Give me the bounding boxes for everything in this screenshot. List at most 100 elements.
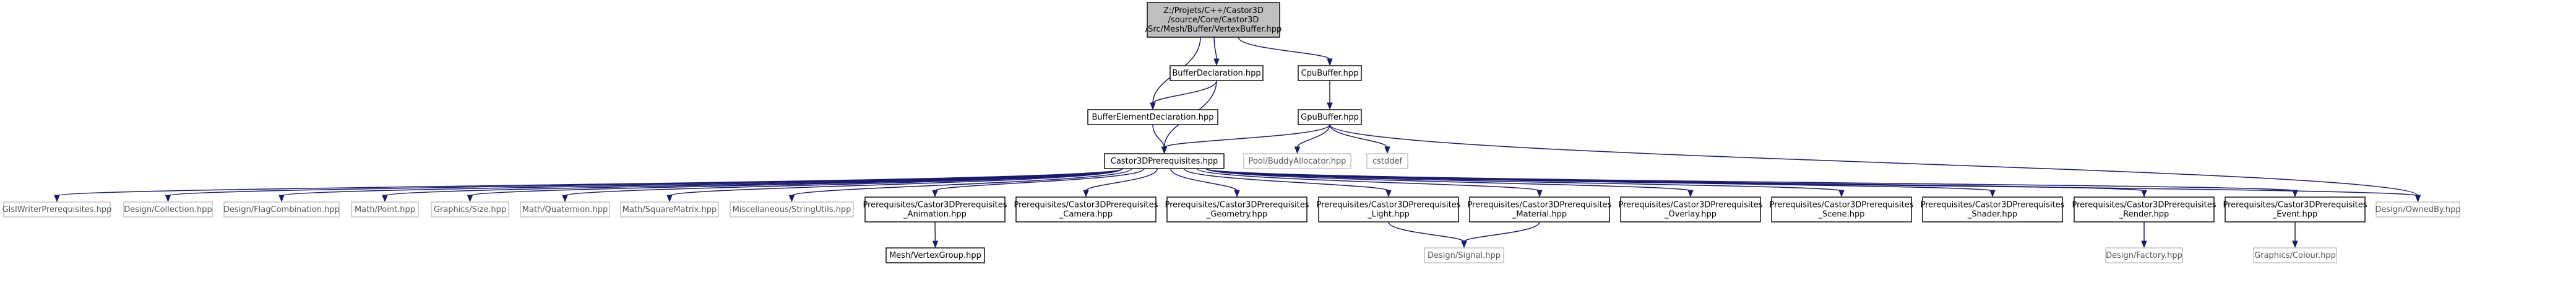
node-anim[interactable]: Prerequisites/Castor3DPrerequisites_Anim… xyxy=(863,196,1007,223)
edge-bufdecl-to-bufelem xyxy=(1150,80,1217,110)
node-bufelem[interactable]: BufferElementDeclaration.hpp xyxy=(1087,109,1218,125)
arrow-head-icon xyxy=(1385,190,1392,198)
node-glsl[interactable]: GlslWriterPrerequisites.hpp xyxy=(2,201,112,218)
edge-prereq-to-sqmat xyxy=(666,168,1123,203)
arrow-head-icon xyxy=(1461,240,1467,249)
node-label: Prerequisites/Castor3DPrerequisites xyxy=(1014,201,1158,210)
edge-line xyxy=(1196,168,1540,192)
node-root[interactable]: Z:/Projets/C++/Castor3D/source/Core/Cast… xyxy=(1145,2,1282,38)
node-sqmat[interactable]: Math/SquareMatrix.hpp xyxy=(620,201,719,218)
node-cpubuf[interactable]: CpuBuffer.hpp xyxy=(1298,65,1362,81)
node-bufdecl[interactable]: BufferDeclaration.hpp xyxy=(1170,65,1264,81)
node-label: Miscellaneous/StringUtils.hpp xyxy=(733,205,851,214)
edge-prereq-to-ownedby xyxy=(1205,168,2421,203)
node-gpubuf[interactable]: GpuBuffer.hpp xyxy=(1298,109,1362,125)
edge-line xyxy=(1152,124,1165,148)
node-box xyxy=(1771,196,1912,223)
node-box xyxy=(351,201,419,218)
node-signal[interactable]: Design/Signal.hpp xyxy=(1424,247,1504,263)
arrow-head-icon xyxy=(1213,58,1220,66)
edge-line xyxy=(1183,168,1389,192)
edge-prereq-to-strutils xyxy=(788,168,1132,203)
edge-line xyxy=(1296,124,1330,148)
node-cstddef[interactable]: cstddef xyxy=(1366,153,1408,169)
node-camera[interactable]: Prerequisites/Castor3DPrerequisites_Came… xyxy=(1014,196,1158,223)
node-scene[interactable]: Prerequisites/Castor3DPrerequisites_Scen… xyxy=(1769,196,1914,223)
node-box xyxy=(1087,109,1218,125)
node-label: GlslWriterPrerequisites.hpp xyxy=(2,205,112,214)
arrow-head-icon xyxy=(2292,190,2298,198)
arrow-head-icon xyxy=(1989,190,1996,198)
node-render[interactable]: Prerequisites/Castor3DPrerequisites_Rend… xyxy=(2072,196,2216,223)
node-label: Prerequisites/Castor3DPrerequisites xyxy=(1618,201,1762,210)
node-colour[interactable]: Graphics/Colour.hpp xyxy=(2253,247,2337,263)
edge-line xyxy=(1329,124,1388,148)
node-label: BufferDeclaration.hpp xyxy=(1172,69,1260,78)
node-label: _Shader.hpp xyxy=(1967,210,2017,219)
arrow-head-icon xyxy=(2292,240,2298,249)
node-label: Graphics/Size.hpp xyxy=(434,205,506,214)
node-point[interactable]: Math/Point.hpp xyxy=(351,201,419,218)
node-box xyxy=(3,201,111,218)
arrow-head-icon xyxy=(932,190,938,198)
node-overlay[interactable]: Prerequisites/Castor3DPrerequisites_Over… xyxy=(1618,196,1763,223)
node-pool[interactable]: Pool/BuddyAllocator.hpp xyxy=(1243,153,1351,169)
node-box xyxy=(1298,65,1362,81)
arrow-head-icon xyxy=(2141,240,2147,249)
edge-line xyxy=(1152,80,1217,104)
node-label: Prerequisites/Castor3DPrerequisites xyxy=(2223,201,2367,210)
arrow-head-icon xyxy=(1327,58,1333,66)
edge-prereq-to-material xyxy=(1196,168,1543,198)
node-box xyxy=(1620,196,1761,223)
node-label: Design/Collection.hpp xyxy=(124,205,212,214)
edge-line xyxy=(1170,168,1238,192)
node-box xyxy=(2105,247,2183,263)
node-label: Pool/BuddyAllocator.hpp xyxy=(1249,157,1346,166)
node-label: _Render.hpp xyxy=(2119,210,2169,219)
edge-prereq-to-shader xyxy=(1205,168,1996,198)
node-collection[interactable]: Design/Collection.hpp xyxy=(123,201,213,218)
edge-line xyxy=(934,221,936,242)
node-vgroup[interactable]: Mesh/VertexGroup.hpp xyxy=(885,247,985,263)
node-box xyxy=(123,201,213,218)
node-label: Z:/Projets/C++/Castor3D xyxy=(1163,6,1264,15)
node-label: Prerequisites/Castor3DPrerequisites xyxy=(1316,201,1460,210)
node-box xyxy=(1469,196,1610,223)
edge-prereq-to-scene xyxy=(1205,168,1845,198)
node-ownedby[interactable]: Design/OwnedBy.hpp xyxy=(2375,201,2461,218)
node-size[interactable]: Graphics/Size.hpp xyxy=(431,201,509,218)
node-strutils[interactable]: Miscellaneous/StringUtils.hpp xyxy=(730,201,854,218)
node-box xyxy=(431,201,509,218)
node-geometry[interactable]: Prerequisites/Castor3DPrerequisites_Geom… xyxy=(1165,196,1309,223)
node-box xyxy=(223,201,340,218)
node-box xyxy=(864,196,1006,223)
node-prereq[interactable]: Castor3DPrerequisites.hpp xyxy=(1104,153,1225,169)
node-label: BufferElementDeclaration.hpp xyxy=(1092,113,1213,122)
arrow-head-icon xyxy=(1327,102,1333,110)
node-box xyxy=(520,201,610,218)
arrow-head-icon xyxy=(1234,190,1240,198)
node-factory[interactable]: Design/Factory.hpp xyxy=(2105,247,2183,263)
edge-material-to-signal xyxy=(1461,221,1540,249)
arrow-head-icon xyxy=(666,195,673,203)
node-quat[interactable]: Math/Quaternion.hpp xyxy=(520,201,610,218)
node-label: /source/Core/Castor3D xyxy=(1168,15,1259,25)
node-light[interactable]: Prerequisites/Castor3DPrerequisites_Ligh… xyxy=(1316,196,1461,223)
nodes-layer: Z:/Projets/C++/Castor3D/source/Core/Cast… xyxy=(2,2,2461,263)
node-label: Graphics/Colour.hpp xyxy=(2254,251,2336,260)
arrow-head-icon xyxy=(788,195,795,203)
node-label: _Animation.hpp xyxy=(903,210,967,219)
node-label: Prerequisites/Castor3DPrerequisites xyxy=(1920,201,2064,210)
edge-line xyxy=(1205,168,2296,192)
edge-cpubuf-to-gpubuf xyxy=(1327,80,1333,110)
node-label: Math/Point.hpp xyxy=(355,205,415,214)
node-label: Prerequisites/Castor3DPrerequisites xyxy=(1165,201,1309,210)
node-box xyxy=(1424,247,1504,263)
node-material[interactable]: Prerequisites/Castor3DPrerequisites_Mate… xyxy=(1467,196,1612,223)
node-event[interactable]: Prerequisites/Castor3DPrerequisites_Even… xyxy=(2223,196,2367,223)
node-box xyxy=(730,201,854,218)
edge-line xyxy=(1205,168,2419,196)
node-shader[interactable]: Prerequisites/Castor3DPrerequisites_Shad… xyxy=(1920,196,2065,223)
edge-render-to-factory xyxy=(2141,221,2147,249)
node-flagcomb[interactable]: Design/FlagCombination.hpp xyxy=(223,201,340,218)
